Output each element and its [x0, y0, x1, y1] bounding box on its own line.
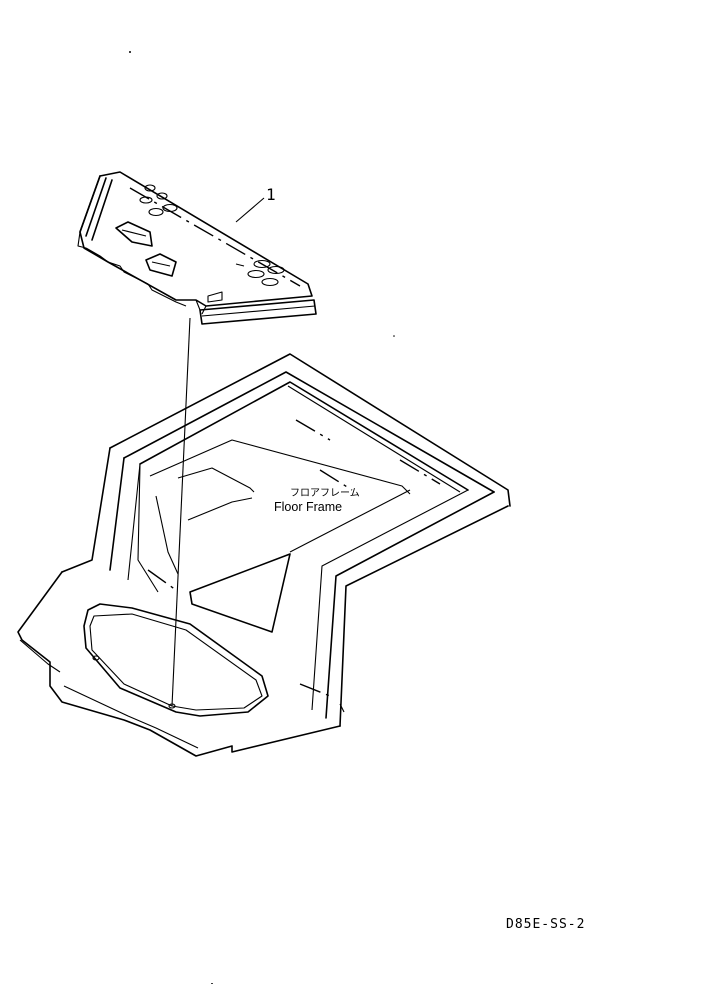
floor-plate-part[interactable]: [77, 171, 317, 707]
callout-number: 1: [266, 185, 276, 204]
floor-frame[interactable]: [17, 353, 511, 757]
floor-frame-label-en: Floor Frame: [274, 500, 342, 514]
speck: [393, 335, 395, 337]
floor-frame-label-jp: フロアフレーム: [290, 487, 360, 499]
callout-part-1[interactable]: 1: [235, 185, 276, 223]
drawing-code: D85E-SS-2: [506, 917, 585, 932]
speck: [129, 51, 131, 53]
floor-frame-label: フロアフレーム Floor Frame: [274, 487, 360, 514]
